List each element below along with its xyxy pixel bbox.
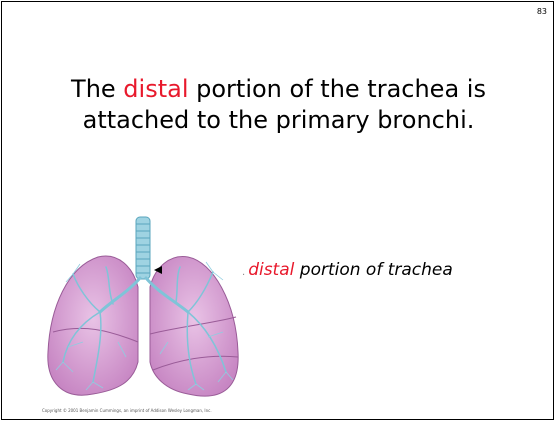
headline-accent-word: distal — [123, 75, 188, 103]
copyright-note: Copyright © 2001 Benjamin Cummings, an i… — [42, 408, 212, 413]
left-lung — [48, 256, 138, 395]
figure-caption: .distal portion of trachea — [242, 260, 453, 280]
leader-dot: . — [242, 267, 245, 278]
headline-text-start: The — [71, 75, 123, 103]
trachea — [136, 217, 150, 279]
caption-text: portion of trachea — [294, 260, 452, 280]
slide-headline: The distal portion of the trachea is att… — [22, 74, 535, 136]
lungs-illustration — [38, 212, 248, 416]
right-lung — [150, 257, 238, 397]
page-number: 83 — [537, 7, 547, 16]
caption-accent-word: distal — [248, 260, 294, 280]
